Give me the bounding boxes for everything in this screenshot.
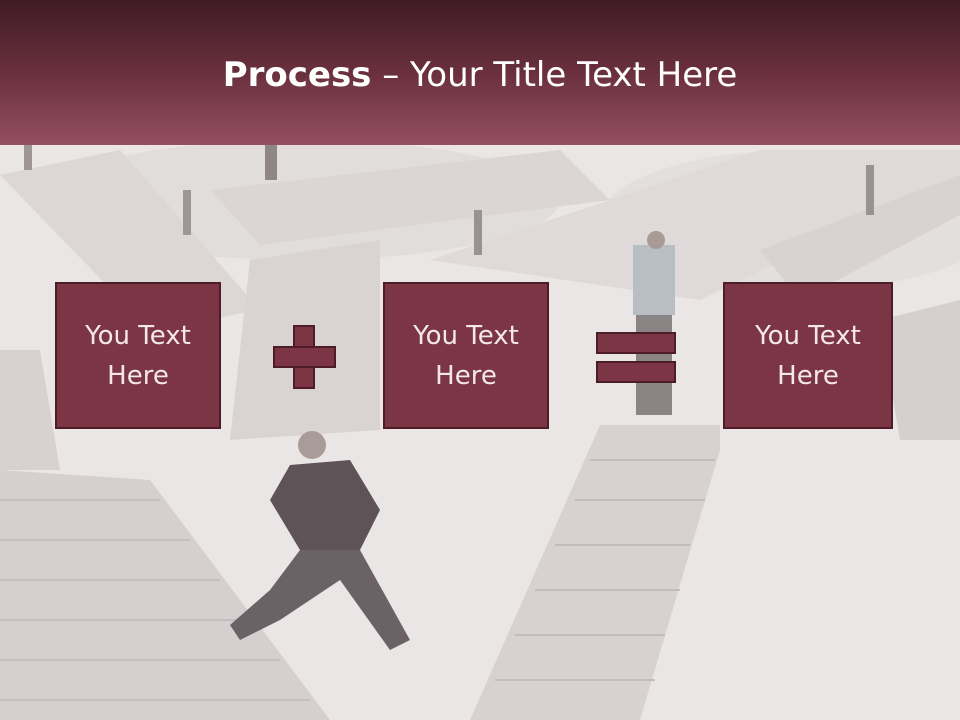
title-bar: [0, 0, 960, 145]
process-box-2[interactable]: You Text Here: [383, 282, 549, 429]
process-box-1-text: You Text Here: [85, 320, 191, 391]
slide-title-bold: Process: [222, 55, 372, 95]
plus-icon-center: [295, 348, 313, 366]
staircase-background-image: [0, 145, 960, 720]
process-box-3-text: You Text Here: [755, 320, 861, 391]
process-box-1[interactable]: You Text Here: [55, 282, 221, 429]
process-box-3[interactable]: You Text Here: [723, 282, 893, 429]
equals-icon-top-bar: [596, 332, 676, 354]
equals-icon-bottom-bar: [596, 361, 676, 383]
process-box-2-text: You Text Here: [413, 320, 519, 391]
slide-title-rest: – Your Title Text Here: [371, 55, 738, 95]
slide-title: Process – Your Title Text Here: [0, 52, 960, 98]
